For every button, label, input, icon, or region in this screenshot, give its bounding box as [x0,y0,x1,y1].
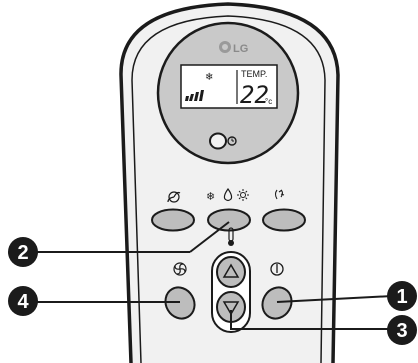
snowflake-icon: ❄ [205,72,213,83]
callout-badge-1: 1 [387,281,417,311]
timer-button[interactable] [210,134,226,149]
temperature-unit: °c [265,97,272,106]
mode-swing-button[interactable] [263,210,305,231]
svg-text:2: 2 [17,242,28,264]
callout-badge-4: 4 [8,286,38,316]
fan-icon [174,263,186,275]
mode-auto-button[interactable] [152,210,194,231]
temp-up-button[interactable] [217,257,245,287]
mode-cool-button[interactable] [208,210,250,231]
svg-text:1: 1 [396,286,407,308]
callout-badge-2: 2 [8,237,38,267]
callout-badge-3: 3 [387,315,417,345]
svg-text:4: 4 [17,291,29,313]
logo-text: LG [233,43,248,55]
svg-text:3: 3 [396,320,407,342]
snowflake-mode-icon: ❄ [206,191,215,203]
temp-label: TEMP. [241,69,267,79]
